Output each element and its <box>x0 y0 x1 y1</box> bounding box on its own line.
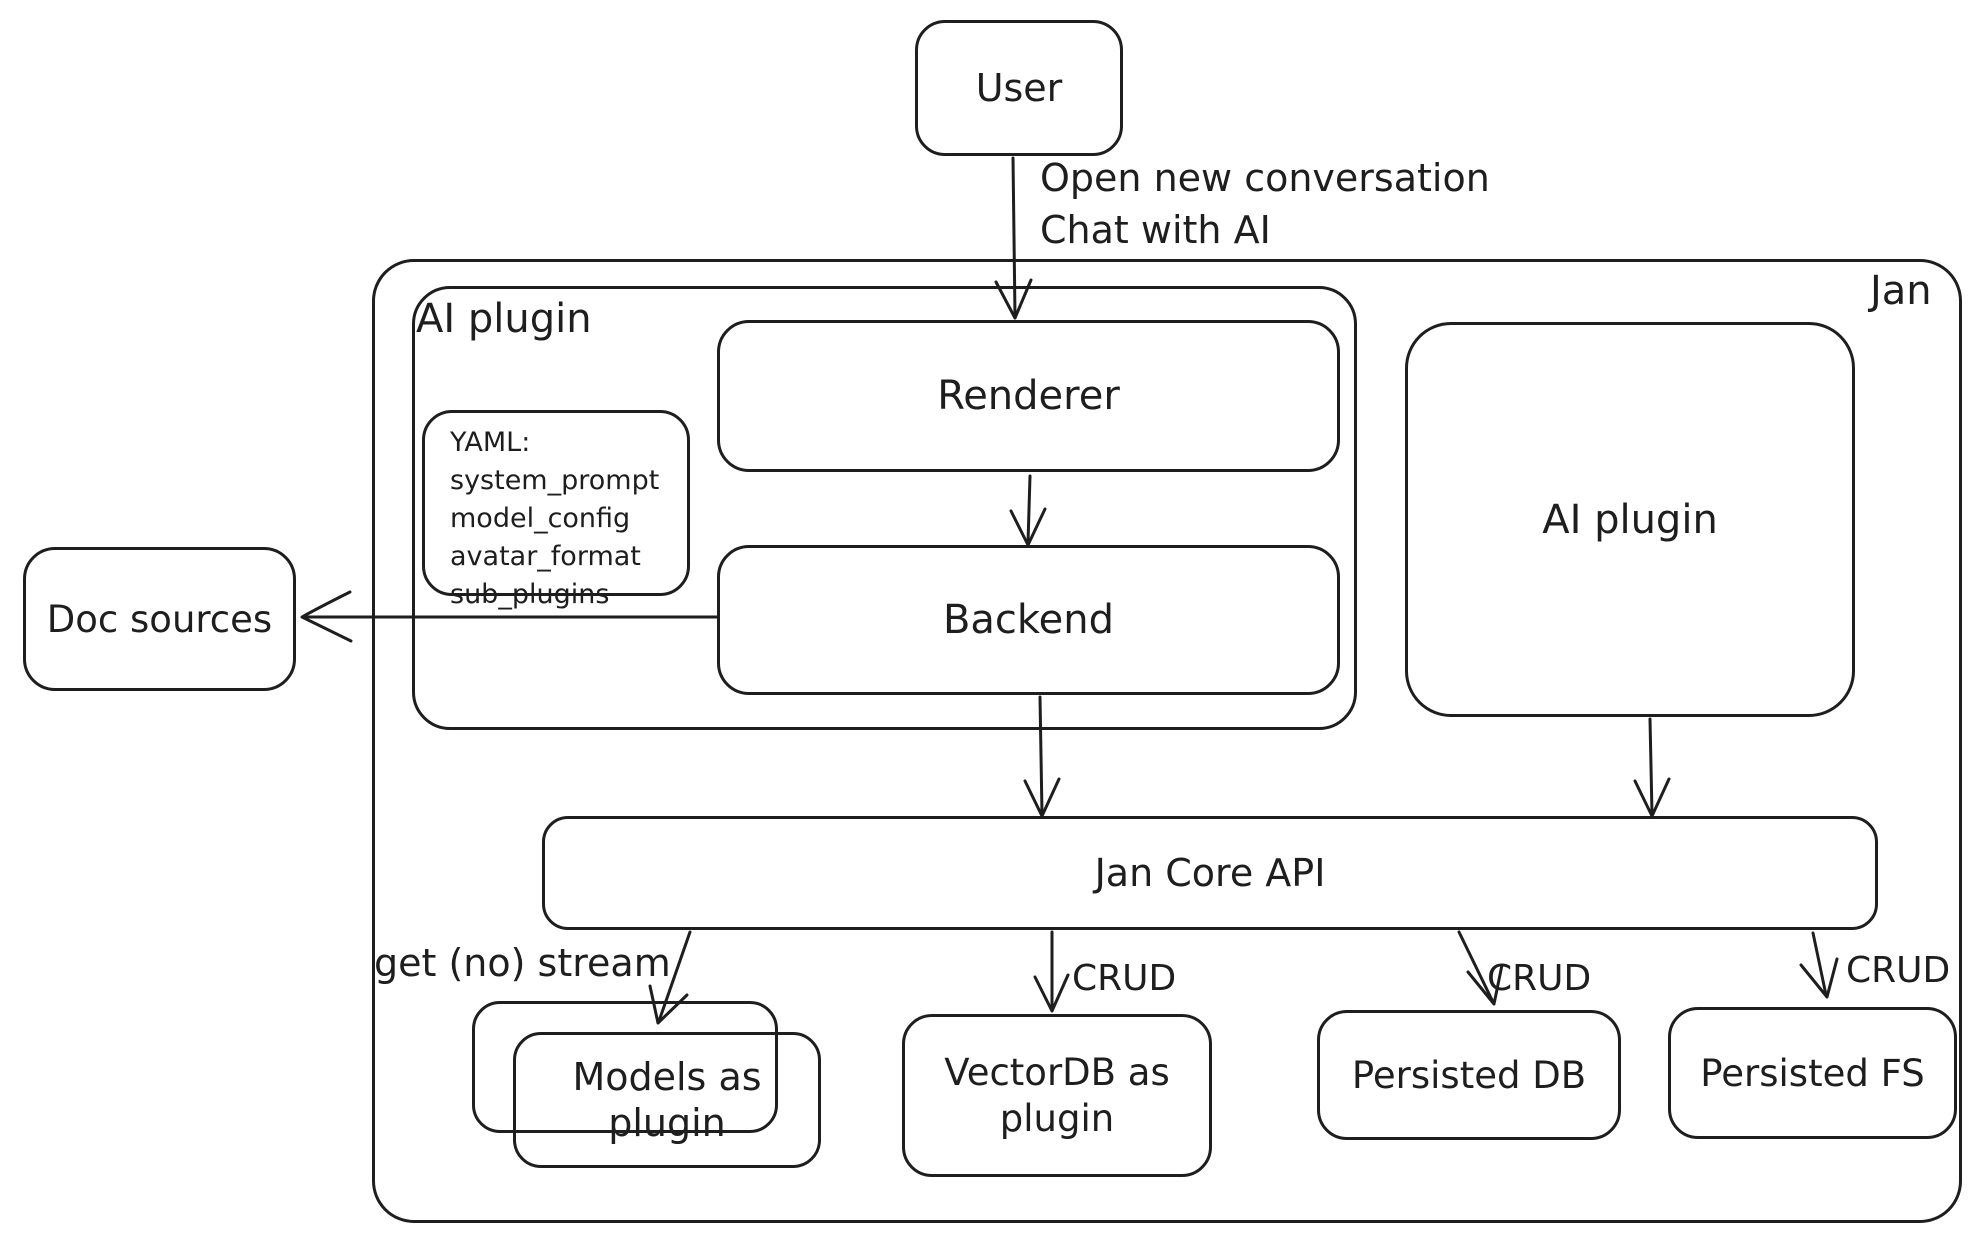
yaml-note-line: sub_plugins <box>450 579 610 610</box>
user-action-edge-label-line2: Chat with AI <box>1040 208 1271 252</box>
yaml-note-line: system_prompt <box>450 465 660 496</box>
yaml-note-line: model_config <box>450 503 631 534</box>
jan-core-api-node: Jan Core API <box>542 816 1878 930</box>
backend-node: Backend <box>717 545 1340 695</box>
models-as-plugin-back-box <box>472 1001 778 1133</box>
crud-persisted-fs-edge-label: CRUD <box>1846 950 1951 991</box>
yaml-note-line: avatar_format <box>450 541 641 572</box>
user-action-edge-label-line1: Open new conversation <box>1040 156 1490 200</box>
user-node: User <box>915 20 1123 156</box>
ai-plugin-group-label: AI plugin <box>416 296 592 342</box>
yaml-note-text: YAML: system_prompt model_config avatar_… <box>450 424 659 614</box>
yaml-note <box>422 410 690 596</box>
persisted-fs-node: Persisted FS <box>1668 1007 1957 1139</box>
jan-frame-label: Jan <box>1870 268 1932 314</box>
get-no-stream-edge-label: get (no) stream <box>374 941 671 985</box>
ai-plugin-node: AI plugin <box>1405 322 1855 717</box>
vectordb-as-plugin-node: VectorDB as plugin <box>902 1014 1212 1177</box>
yaml-note-title: YAML: <box>450 427 531 458</box>
renderer-node: Renderer <box>717 320 1340 472</box>
crud-vectordb-edge-label: CRUD <box>1072 958 1177 999</box>
models-as-plugin-node: Models as plugin <box>513 1032 821 1168</box>
crud-persisted-db-edge-label: CRUD <box>1487 958 1592 999</box>
persisted-db-node: Persisted DB <box>1317 1010 1621 1140</box>
doc-sources-node: Doc sources <box>23 547 296 691</box>
user-action-edge-label: Open new conversation Chat with AI <box>1040 152 1490 256</box>
ai-plugin-group-frame <box>412 286 1357 730</box>
jan-frame <box>372 259 1962 1223</box>
